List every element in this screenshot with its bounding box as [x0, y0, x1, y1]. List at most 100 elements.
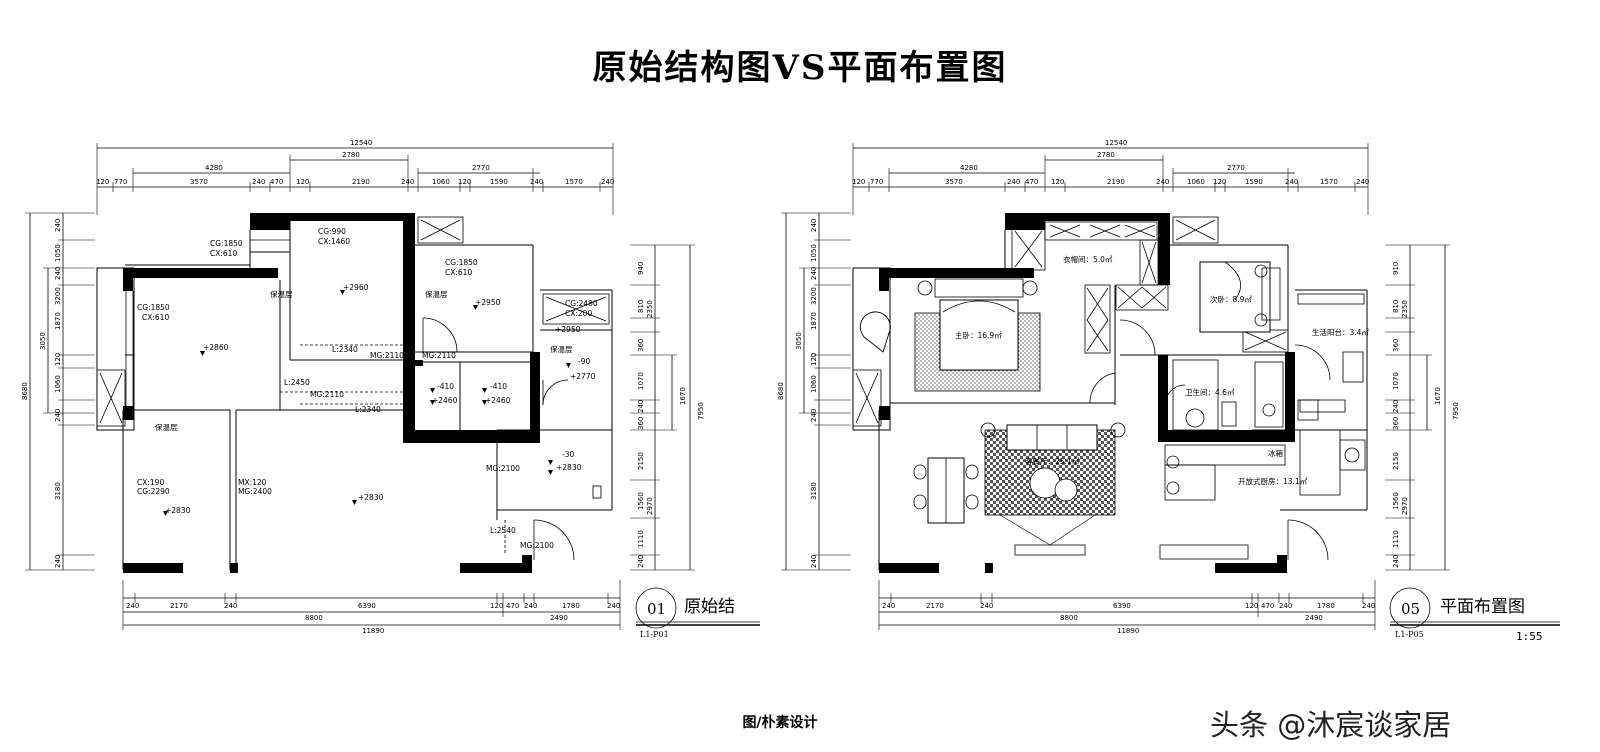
- elevation-label: +2830: [165, 506, 191, 515]
- dim: 3200: [54, 287, 62, 305]
- dim: 240: [810, 267, 818, 280]
- elevation-label: -30: [562, 450, 574, 459]
- dim: 120: [296, 178, 309, 186]
- room-label-second-bedroom: 次卧：8.9㎡: [1210, 294, 1252, 304]
- door-label: MG:2400: [238, 487, 272, 496]
- window-label: CX:190: [137, 478, 164, 487]
- room-label-walkin-closet: 衣帽间：5.0㎡: [1063, 254, 1113, 264]
- original-plan-title: 01 原始结 L1-P01: [640, 597, 735, 639]
- dim: 360: [1392, 417, 1400, 430]
- window-label: CG:2290: [137, 487, 170, 496]
- room-label-master-bedroom: 主卧：16.9㎡: [955, 330, 1002, 340]
- insulation-label: 保温层: [155, 423, 178, 432]
- dim: 8680: [777, 382, 785, 400]
- elevation-label: +2950: [555, 325, 581, 334]
- dim: 240: [601, 178, 614, 186]
- dim: 120: [810, 353, 818, 366]
- dim: 1590: [1245, 178, 1263, 186]
- dim: 240: [126, 602, 139, 610]
- dim: 6390: [1113, 602, 1131, 610]
- dim: 120: [852, 178, 865, 186]
- original-plan-dimensions: 12540 4280 2780 2770 120 770 3570 240 47…: [21, 139, 705, 635]
- lintel-label: L:2340: [332, 345, 358, 354]
- door-label: MG:2110: [422, 351, 456, 360]
- dim: 360: [1392, 339, 1400, 352]
- dim: 360: [637, 417, 645, 430]
- insulation-label: 保温层: [550, 345, 573, 354]
- dim: 8680: [21, 382, 29, 400]
- dim: 120: [458, 178, 471, 186]
- scale-label: 1:55: [1516, 630, 1543, 643]
- dim: 6390: [358, 602, 376, 610]
- plan-name: 原始结: [684, 597, 735, 617]
- elevation-label: +2770: [570, 372, 596, 381]
- dim: 1870: [54, 312, 62, 330]
- dim: 4280: [205, 164, 223, 172]
- dim: 3570: [945, 178, 963, 186]
- ceiling-label: CG:2480: [565, 299, 598, 308]
- dim: 120: [1051, 178, 1064, 186]
- dim: 2350: [646, 300, 654, 318]
- dim: 2970: [1401, 497, 1409, 515]
- page-title: 原始结构图VS平面布置图: [592, 48, 1008, 88]
- dim: 240: [980, 602, 993, 610]
- insulation-label: 保温层: [270, 290, 293, 299]
- dim: 1050: [810, 244, 818, 262]
- dim: 1110: [1392, 530, 1400, 548]
- room-label-bathroom: 卫生间：4.6㎡: [1185, 387, 1235, 397]
- layout-plan: [781, 143, 1560, 630]
- plan-code: L1-P05: [1395, 630, 1424, 639]
- dim: 2770: [472, 164, 490, 172]
- layout-plan-rooms: 衣帽间：5.0㎡ 次卧：8.9㎡ 主卧：16.9㎡ 生活阳台：3.4㎡ 卫生间：…: [955, 254, 1369, 486]
- ceiling-label: CX:610: [445, 268, 472, 277]
- dim: 240: [54, 219, 62, 232]
- design-credit: 图/朴素设计: [742, 715, 818, 731]
- ceiling-label: CG:1850: [210, 239, 243, 248]
- dim: 240: [637, 555, 645, 568]
- dim: 1060: [54, 375, 62, 393]
- dim: 1870: [810, 312, 818, 330]
- dim-total: 12540: [1105, 139, 1127, 147]
- dim: 2170: [170, 602, 188, 610]
- dim: 2170: [926, 602, 944, 610]
- dim: 2190: [352, 178, 370, 186]
- lintel-label: L:2450: [284, 378, 310, 387]
- dim: 240: [882, 602, 895, 610]
- door-label: MG:2110: [370, 351, 404, 360]
- dim: 1070: [637, 372, 645, 390]
- dim: 1670: [679, 387, 687, 405]
- dim: 7950: [697, 402, 705, 420]
- dim: 1060: [810, 375, 818, 393]
- plan-number: 05: [1401, 600, 1420, 618]
- dim: 770: [870, 178, 883, 186]
- dim: 240: [1279, 602, 1292, 610]
- dim: 240: [1007, 178, 1020, 186]
- dim: 1780: [562, 602, 580, 610]
- dim: 3180: [810, 482, 818, 500]
- dim: 1060: [432, 178, 450, 186]
- dim: 1560: [637, 492, 645, 510]
- room-label-living-dining: 客餐厅：25.1㎡: [1025, 456, 1080, 466]
- dim: 2770: [1227, 164, 1245, 172]
- dim: 120: [1245, 602, 1258, 610]
- room-label-fridge: 冰箱: [1268, 448, 1284, 458]
- dim: 3050: [795, 332, 803, 350]
- window-label: MX:120: [238, 478, 267, 487]
- dim: 910: [1392, 262, 1400, 275]
- elevation-label: +2860: [203, 343, 229, 352]
- dim: 470: [1025, 178, 1038, 186]
- dim: 240: [1285, 178, 1298, 186]
- dim: 810: [1392, 300, 1400, 313]
- dim: 240: [810, 219, 818, 232]
- plan-code: L1-P01: [640, 630, 669, 639]
- dim: 3180: [54, 482, 62, 500]
- room-label-open-kitchen: 开放式厨房：13.1㎡: [1238, 476, 1308, 486]
- door-label: MG:2100: [520, 541, 554, 550]
- dim: 470: [1261, 602, 1274, 610]
- dim: 7950: [1452, 402, 1460, 420]
- dim: 770: [114, 178, 127, 186]
- dim: 240: [54, 409, 62, 422]
- dim: 240: [810, 409, 818, 422]
- original-plan-labels: CG:1850 CX:610 CG:990 CX:1460 CG:1850 CX…: [137, 227, 598, 550]
- dim: 240: [607, 602, 620, 610]
